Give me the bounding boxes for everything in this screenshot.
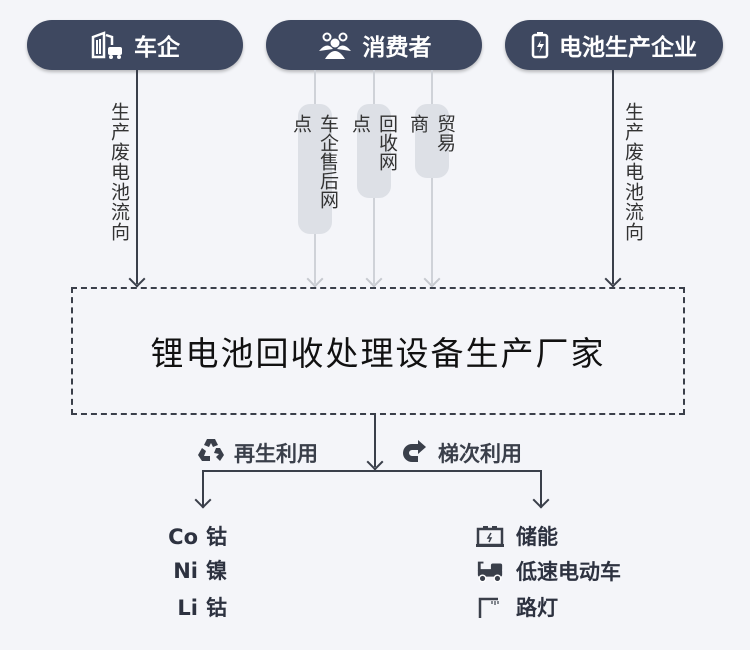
channel-arrow-icon bbox=[365, 270, 383, 288]
element-symbol: Co bbox=[168, 525, 198, 549]
use-label: 低速电动车 bbox=[516, 560, 621, 584]
source-label: 电池生产企业 bbox=[559, 35, 697, 61]
right-flow-arrow-icon bbox=[604, 270, 622, 288]
element-name: 镍 bbox=[206, 559, 227, 583]
channel-arrow-icon bbox=[306, 270, 324, 288]
split-right-arrow-icon bbox=[532, 491, 550, 509]
channel-tag-recycling-point: 回收网点 bbox=[349, 104, 398, 198]
left-flow-line bbox=[136, 70, 138, 284]
center-down-line bbox=[374, 413, 376, 467]
low-speed-vehicle-icon bbox=[476, 559, 504, 583]
split-left-arrow-icon bbox=[194, 491, 212, 509]
element-name: 钴 bbox=[206, 596, 227, 620]
use-row-low-speed-ev: 低速电动车 bbox=[476, 556, 621, 586]
split-line bbox=[202, 470, 542, 472]
source-battery-manufacturer: 电池生产企业 bbox=[505, 20, 723, 70]
branch-recycle-label: 再生利用 bbox=[234, 441, 318, 466]
battery-icon bbox=[531, 31, 549, 59]
channel-tag-aftersales: 车企售后网点 bbox=[290, 104, 339, 234]
source-label: 消费者 bbox=[362, 35, 432, 61]
element-row-nickel: Ni 镍 bbox=[160, 555, 227, 585]
split-left-line bbox=[202, 470, 204, 506]
left-flow-arrow-icon bbox=[128, 270, 146, 288]
channel-arrow-icon bbox=[423, 270, 441, 288]
element-row-cobalt: Co 钴 bbox=[160, 521, 227, 551]
use-row-storage: 储能 bbox=[476, 521, 558, 551]
recycle-icon bbox=[196, 437, 226, 468]
element-symbol: Li bbox=[177, 596, 198, 620]
source-consumer: 消费者 bbox=[266, 20, 482, 70]
right-flow-line bbox=[612, 70, 614, 284]
branch-cascade-label: 梯次利用 bbox=[438, 441, 522, 466]
split-right-line bbox=[540, 470, 542, 506]
element-name: 钴 bbox=[206, 525, 227, 549]
branch-cascade: 梯次利用 bbox=[400, 437, 522, 468]
element-symbol: Ni bbox=[173, 559, 198, 583]
source-label: 车企 bbox=[134, 35, 180, 61]
use-label: 路灯 bbox=[516, 596, 558, 620]
right-flow-label: 生产废电池流向 bbox=[622, 102, 644, 242]
center-down-arrow-icon bbox=[366, 453, 384, 471]
curved-arrow-icon bbox=[400, 437, 430, 468]
center-box-title: 锂电池回收处理设备生产厂家 bbox=[150, 334, 606, 373]
building-car-icon bbox=[90, 31, 124, 59]
branch-recycle: 再生利用 bbox=[196, 437, 318, 468]
use-row-street-lamp: 路灯 bbox=[476, 592, 558, 622]
use-label: 储能 bbox=[516, 525, 558, 549]
element-row-lithium: Li 钴 bbox=[160, 592, 227, 622]
street-lamp-icon bbox=[476, 595, 504, 619]
users-group-icon bbox=[317, 31, 353, 59]
storage-battery-icon bbox=[476, 524, 504, 548]
channel-tag-trader: 贸易商 bbox=[407, 104, 456, 178]
center-box: 锂电池回收处理设备生产厂家 bbox=[71, 287, 685, 415]
source-car-company: 车企 bbox=[27, 20, 243, 70]
left-flow-label: 生产废电池流向 bbox=[108, 102, 130, 242]
